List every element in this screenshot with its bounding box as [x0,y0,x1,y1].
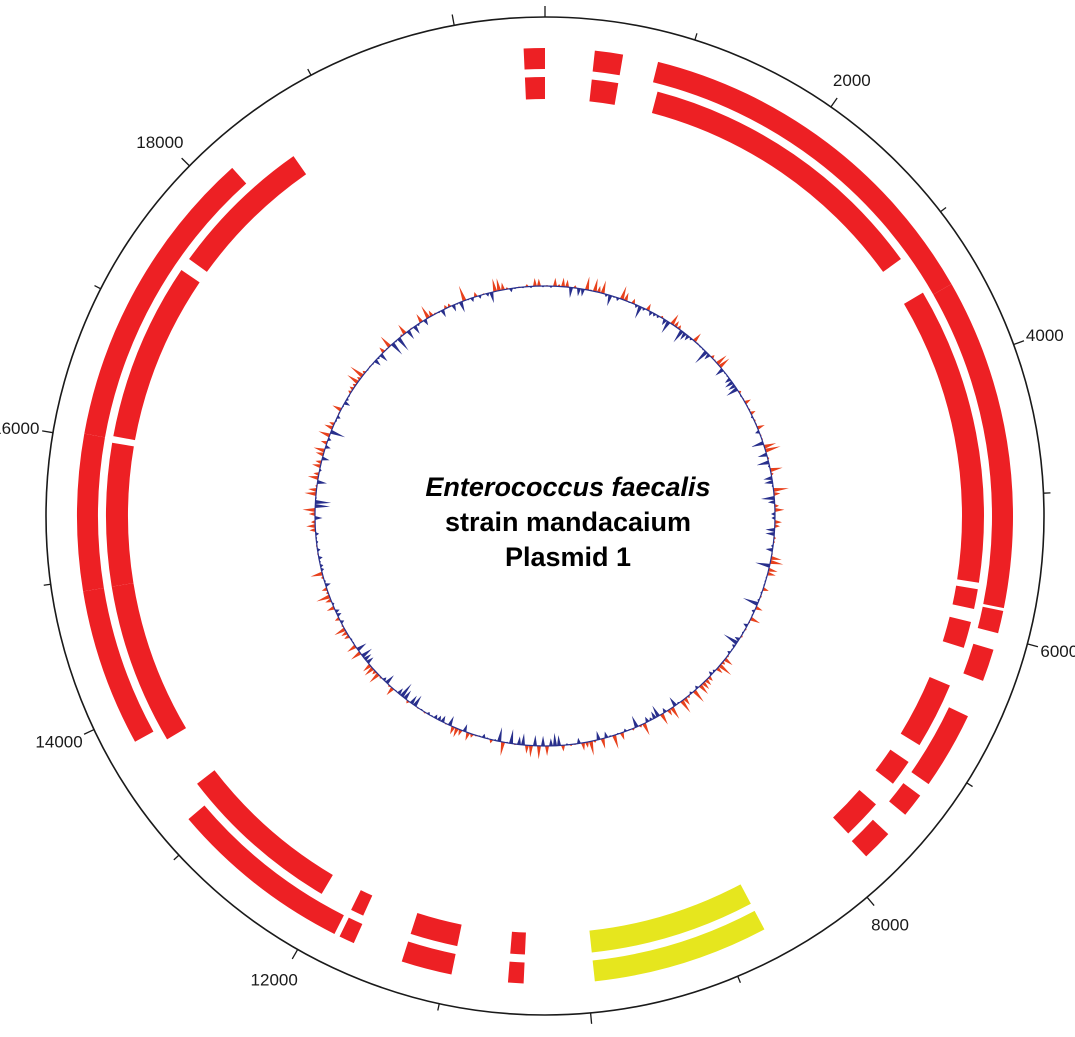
major-tick [451,14,455,26]
major-tick [83,728,95,735]
forward-gene [889,783,921,815]
minor-tick [694,33,698,41]
major-tick [866,896,875,906]
plasmid-title: Enterococcus faecalis strain mandacaium … [425,472,710,572]
forward-gene [401,941,456,975]
tick-label: 6000 [1040,642,1075,661]
reverse-gene [189,156,307,272]
forward-gene [933,284,1013,609]
reverse-gene [875,749,909,784]
reverse-gene [105,442,134,587]
tick-label: 16000 [0,419,39,438]
tick-marks [42,6,1051,1024]
forward-gene [83,587,154,742]
forward-gene [84,167,247,438]
tick-label: 8000 [871,916,909,935]
title-species: Enterococcus faecalis [425,472,710,502]
tick-label: 12000 [251,971,298,990]
forward-gene [188,805,344,934]
major-tick [42,430,54,434]
reverse-gene [111,583,187,740]
reverse-gene [952,585,978,610]
tick-label: 14000 [35,733,82,752]
forward-gene [523,48,545,70]
reverse-gene [833,789,876,834]
forward-gene [851,819,889,857]
tick-label: 4000 [1026,326,1064,345]
major-tick [1013,340,1025,346]
minor-tick [437,1003,440,1011]
major-tick [589,1012,593,1024]
reverse-gene [903,292,984,583]
title-strain: strain mandacaium [445,507,691,537]
minor-tick [966,782,973,788]
minor-tick [737,976,742,983]
major-tick [830,97,838,108]
reverse-gene [589,79,619,105]
forward-gene [592,50,624,76]
tick-label: 18000 [136,133,183,152]
minor-tick [307,68,312,76]
reverse-gene [524,77,545,100]
reverse-gene [113,270,200,441]
major-tick [181,157,190,167]
reverse-gene [510,931,526,955]
reverse-gene [651,91,901,272]
minor-tick [94,285,102,290]
minor-tick [940,206,947,213]
forward-gene [592,910,765,982]
reverse-gene [410,912,462,947]
forward-gene [911,707,968,785]
forward-gene [652,61,952,295]
forward-gene [507,961,525,984]
forward-gene [339,917,363,944]
tick-label: 20000 [425,0,472,4]
gc-skew-track [302,276,789,760]
reverse-gene [900,677,950,746]
title-plasmid: Plasmid 1 [505,542,631,572]
minor-tick [43,583,51,586]
gene-tracks [76,48,1013,984]
major-tick [291,949,299,960]
tick-label: 2000 [833,71,871,90]
forward-gene [977,606,1004,634]
minor-tick [173,854,180,861]
major-tick [1027,643,1039,648]
gc-baseline-circle [314,285,776,747]
reverse-gene [589,884,751,953]
reverse-gene [197,770,333,894]
forward-gene [963,643,994,681]
reverse-gene [942,616,971,648]
reverse-gene [351,890,373,916]
forward-gene [76,433,105,592]
